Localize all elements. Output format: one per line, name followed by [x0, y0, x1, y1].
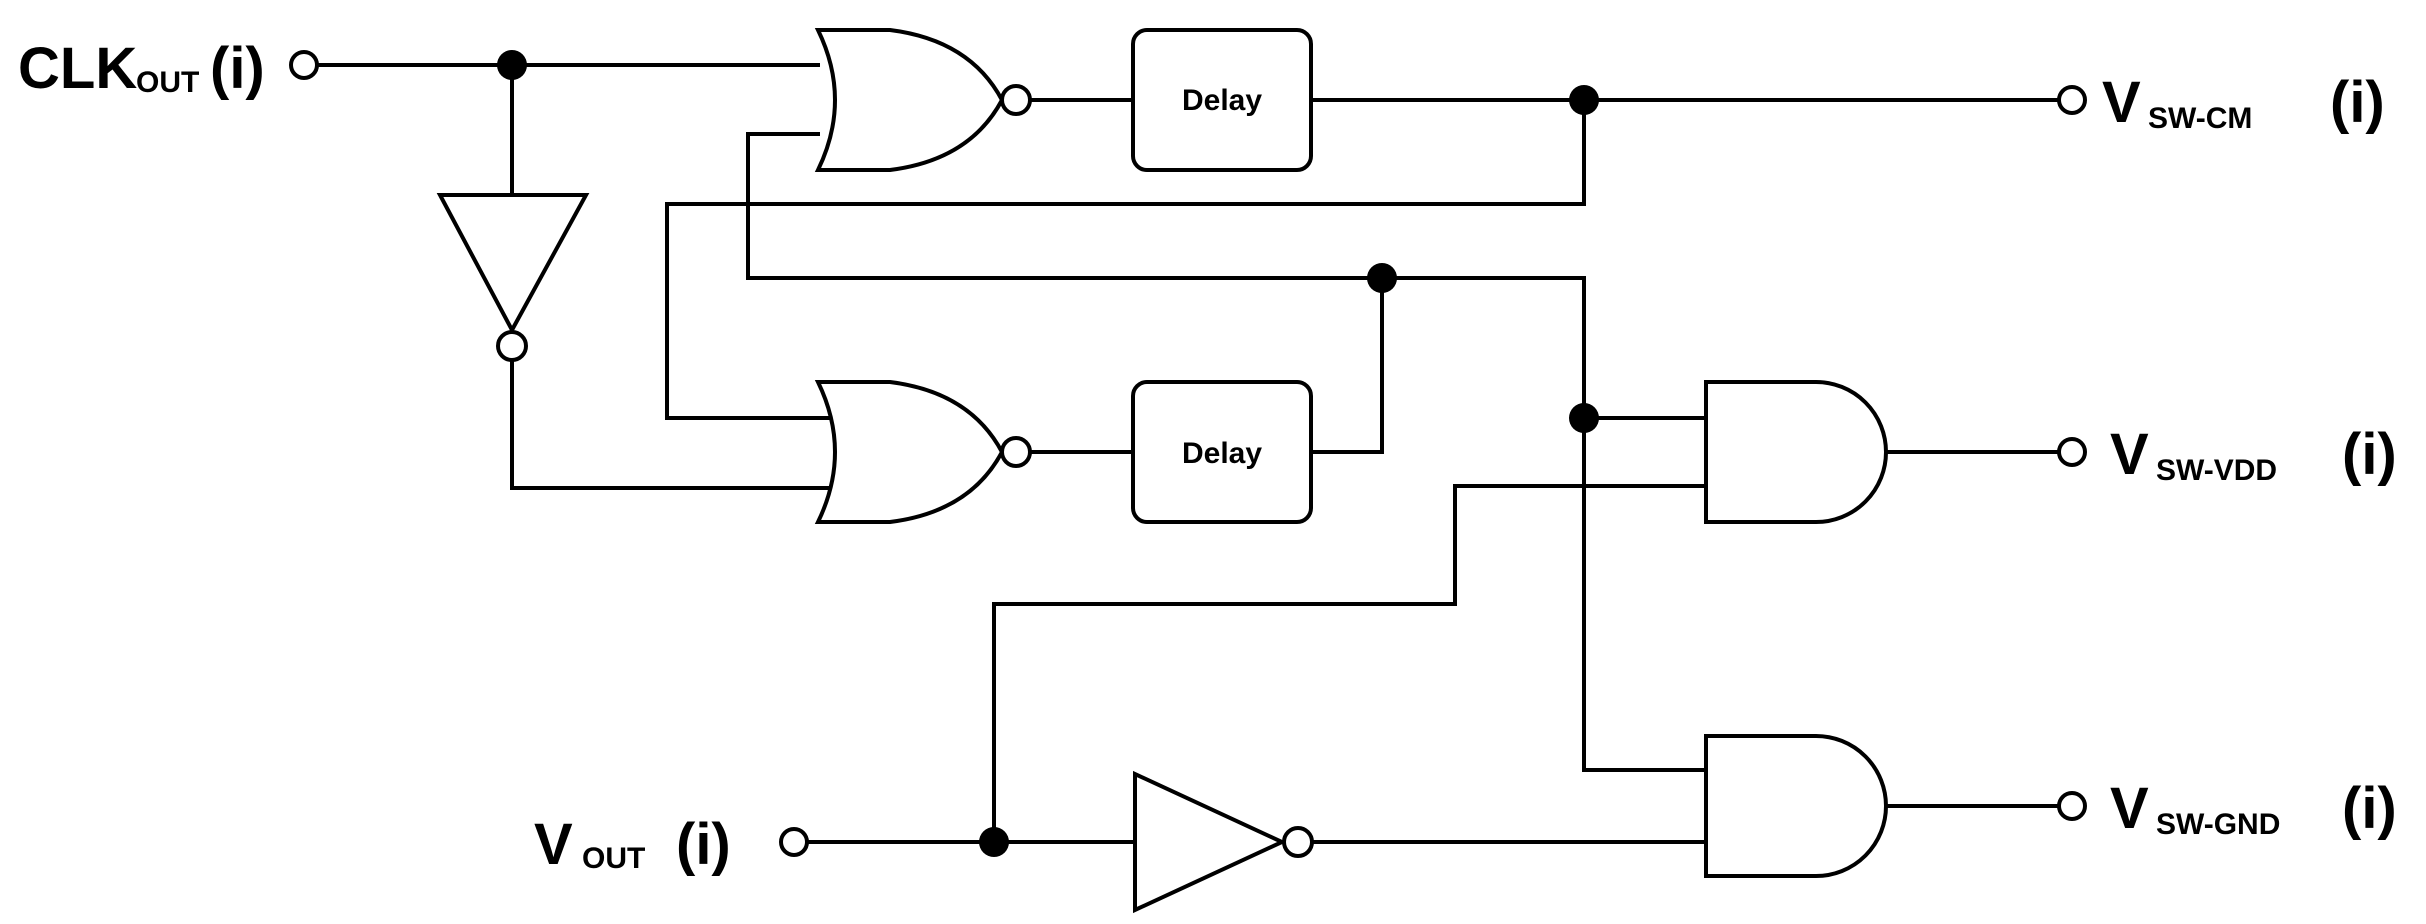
- label-clk-paren: (i): [210, 36, 265, 101]
- wire-vout-to-and1: [992, 484, 1708, 844]
- terminal-vswgnd: [2057, 791, 2087, 821]
- label-vswcm-sub: SW-CM: [2148, 102, 2252, 135]
- label-vout: V OUT (i): [534, 812, 731, 877]
- label-vswgnd: V SW-GND (i): [2110, 776, 2397, 841]
- label-vout-paren: (i): [676, 812, 731, 877]
- label-vswgnd-main: V: [2110, 776, 2149, 841]
- delay-top-label: Delay: [1182, 84, 1262, 117]
- junction-clk: [497, 50, 527, 80]
- terminal-clk: [289, 50, 319, 80]
- label-clk-sub: OUT: [136, 66, 199, 99]
- label-vout-main: V: [534, 812, 573, 877]
- label-vswvdd: V SW-VDD (i): [2110, 422, 2397, 487]
- wire-delay-bottom-to-node: [1309, 276, 1384, 454]
- label-clk-main: CLK: [18, 36, 137, 101]
- label-vswvdd-main: V: [2110, 422, 2149, 487]
- inverter-clk: [436, 193, 590, 362]
- and-gate-vdd: [1704, 380, 1888, 524]
- delay-block-top: Delay: [1131, 28, 1313, 172]
- wire-node-to-and2: [1582, 416, 1708, 772]
- terminal-vswvdd: [2057, 437, 2087, 467]
- label-vswvdd-paren: (i): [2342, 422, 2397, 487]
- delay-bottom-label: Delay: [1182, 437, 1262, 470]
- wire-inverter-to-nor2: [510, 360, 834, 490]
- wires: [310, 63, 2060, 844]
- and-gate-gnd: [1704, 734, 1888, 878]
- label-clk: CLK OUT (i): [18, 36, 265, 101]
- label-vswcm: V SW-CM (i): [2102, 70, 2385, 135]
- label-vswcm-paren: (i): [2330, 70, 2385, 135]
- terminal-vout: [779, 827, 809, 857]
- nor-gate-top: [814, 28, 1032, 172]
- nor-gate-bottom: [814, 380, 1032, 524]
- delay-block-bottom: Delay: [1131, 380, 1313, 524]
- junction-vout: [979, 827, 1009, 857]
- terminal-vswcm: [2057, 85, 2087, 115]
- label-vswvdd-sub: SW-VDD: [2156, 454, 2277, 487]
- junctions: [497, 50, 1599, 857]
- junction-delay-bottom: [1367, 263, 1397, 293]
- terminals: [289, 50, 2087, 857]
- junction-and-inputs: [1569, 403, 1599, 433]
- label-vswcm-main: V: [2102, 70, 2141, 135]
- label-vout-sub: OUT: [582, 842, 645, 875]
- junction-vswcm: [1569, 85, 1599, 115]
- label-vswgnd-paren: (i): [2342, 776, 2397, 841]
- label-vswgnd-sub: SW-GND: [2156, 808, 2280, 841]
- wire-nor1-lower-input: [746, 132, 1586, 420]
- wire-feedback-vswcm-to-nor2: [665, 98, 1586, 420]
- inverter-vout: [1133, 770, 1314, 914]
